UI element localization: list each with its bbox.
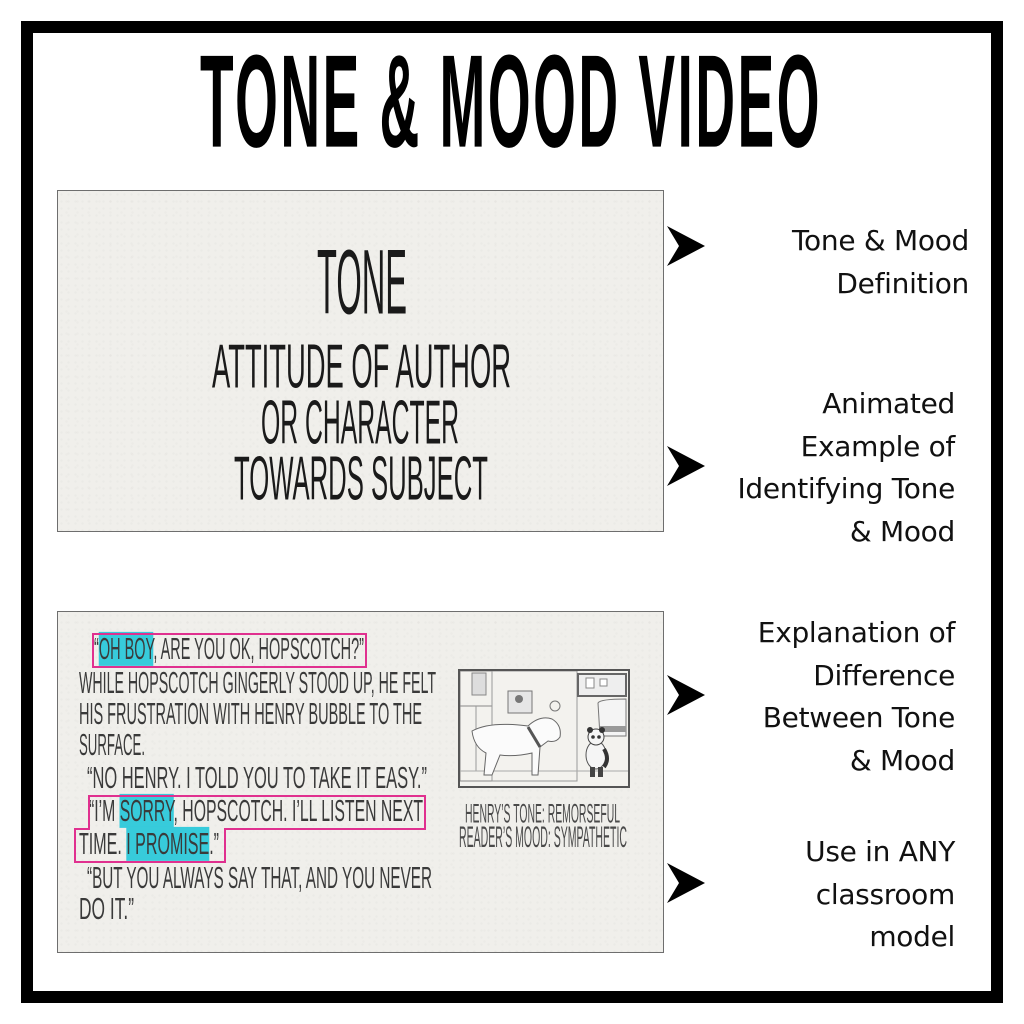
feature-line: Definition [836, 266, 969, 300]
story-line: “I’M SORRY, HOPSCOTCH. I’LL LISTEN NEXT [89, 793, 424, 828]
story-text: .” [209, 826, 219, 861]
feature-line: Animated [822, 387, 955, 420]
story-text: HIS FRUSTRATION WITH HENRY BUBBLE TO THE [79, 696, 422, 731]
story-text: “ [94, 631, 99, 666]
story-text: “NO HENRY. I TOLD YOU TO TAKE IT EASY.” [87, 760, 427, 795]
story-line: “OH BOY, ARE YOU OK, HOPSCOTCH?” [94, 631, 364, 666]
highlight-box-oh-boy [92, 633, 367, 668]
story-line: TIME. I PROMISE.” [79, 826, 219, 861]
feature-animated-example: Animated Example of Identifying Tone & M… [737, 383, 955, 553]
story-line: “BUT YOU ALWAYS SAY THAT, AND YOU NEVER [87, 863, 432, 894]
tone-heading: TONE [317, 231, 407, 334]
arrowhead-right-icon [667, 446, 705, 486]
tone-definition-line-2: OR CHARACTER [261, 387, 459, 458]
story-text: “I’M [89, 793, 120, 828]
story-text: , HOPSCOTCH. I’LL LISTEN NEXT [173, 793, 424, 828]
story-text: DO IT.” [79, 891, 134, 926]
story-text: WHILE HOPSCOTCH GINGERLY STOOD UP, HE FE… [79, 665, 436, 700]
feature-line: Explanation of [757, 616, 956, 649]
highlighted-word: I PROMISE [126, 826, 210, 861]
feature-line: & Mood [849, 514, 955, 548]
caption-henry-tone: HENRY’S TONE: REMORSEFUL [465, 798, 620, 829]
arrowhead-right-icon [667, 863, 705, 903]
feature-line: & Mood [849, 743, 955, 777]
story-text: SURFACE. [79, 727, 145, 762]
highlighted-word: OH BOY [98, 631, 154, 666]
story-line: WHILE HOPSCOTCH GINGERLY STOOD UP, HE FE… [79, 668, 436, 699]
feature-explanation-difference: Explanation of Difference Between Tone &… [757, 612, 956, 782]
page-title: TONE & MOOD VIDEO [200, 27, 822, 175]
tone-definition-line-1: ATTITUDE OF AUTHOR [212, 331, 511, 402]
story-line: SURFACE. [79, 730, 145, 761]
story-line: “NO HENRY. I TOLD YOU TO TAKE IT EASY.” [87, 763, 427, 794]
feature-line: Tone & Mood [792, 224, 969, 257]
feature-line: Use in ANY [805, 835, 955, 868]
arrowhead-right-icon [667, 226, 705, 266]
tone-definition-line-3: TOWARDS SUBJECT [234, 443, 488, 514]
feature-any-classroom: Use in ANY classroom model [805, 831, 955, 959]
dog-and-panda-illustration [458, 669, 630, 788]
story-text: “BUT YOU ALWAYS SAY THAT, AND YOU NEVER [87, 860, 432, 895]
feature-line: model [869, 920, 955, 953]
tone-definition-slide: TONE ATTITUDE OF AUTHOR OR CHARACTER TOW… [57, 190, 664, 532]
feature-tone-mood-definition: Tone & Mood Definition [792, 220, 969, 305]
story-line: DO IT.” [79, 894, 134, 925]
feature-line: Difference [813, 658, 955, 692]
story-text: , ARE YOU OK, HOPSCOTCH?” [153, 631, 364, 666]
feature-line: Between Tone [762, 701, 956, 734]
page-title-container: TONE & MOOD VIDEO [0, 35, 1024, 167]
caption-reader-mood: READER’S MOOD: SYMPATHETIC [459, 822, 627, 855]
highlighted-word: SORRY [119, 793, 174, 828]
story-text: TIME. [79, 826, 127, 861]
arrowhead-right-icon [667, 675, 705, 715]
feature-line: classroom [815, 877, 956, 911]
feature-line: Example of [800, 429, 956, 463]
story-line: HIS FRUSTRATION WITH HENRY BUBBLE TO THE [79, 699, 422, 730]
feature-line: Identifying Tone [737, 472, 955, 505]
